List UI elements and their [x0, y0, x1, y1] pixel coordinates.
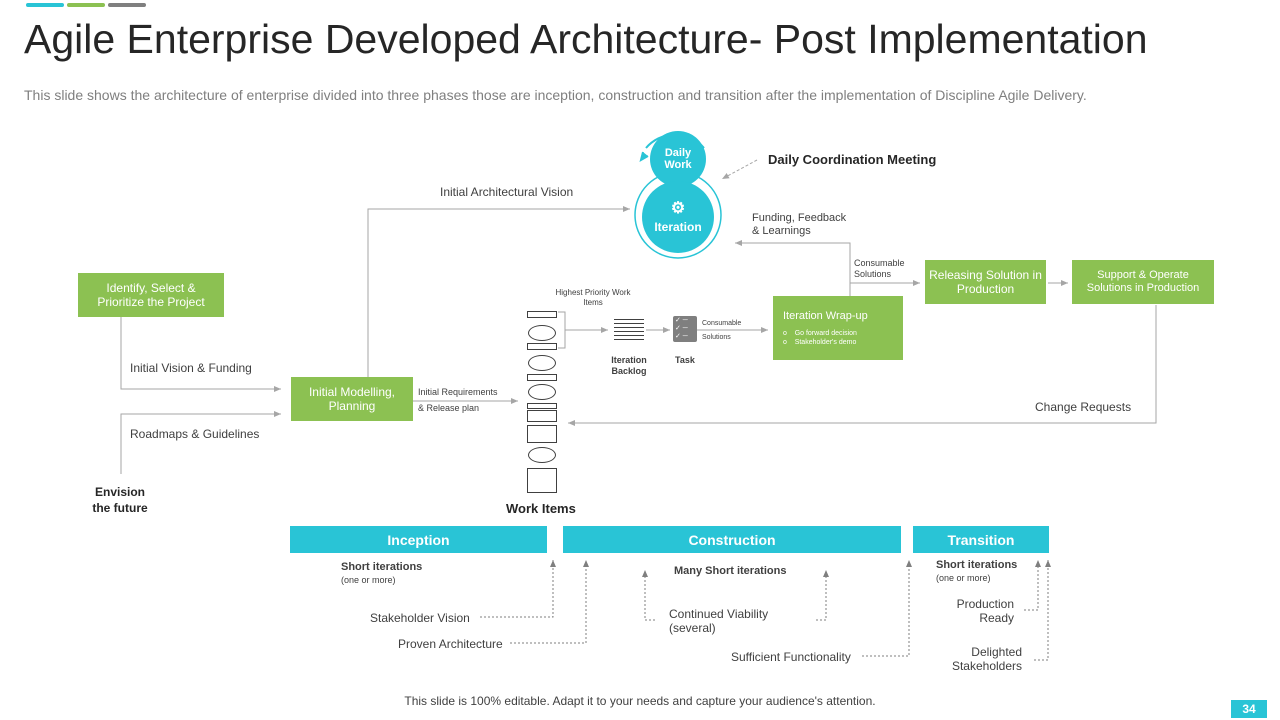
work-item-rect [527, 410, 557, 422]
accent-bar-gray [108, 3, 146, 7]
iteration-backlog-label: Iteration Backlog [611, 355, 647, 376]
daily-work-circle: Daily Work [650, 131, 706, 187]
work-item-oval [528, 325, 556, 341]
daily-meeting-label: Daily Coordination Meeting [768, 152, 937, 167]
roadmaps-label: Roadmaps & Guidelines [130, 427, 260, 441]
work-item-rect [527, 425, 557, 443]
daily-work-label: Daily Work [664, 147, 692, 171]
task-label: Task [675, 355, 695, 365]
construction-short-iterations: Many Short iterations [674, 565, 787, 577]
consumable-solutions-small-label: Consumable Solutions [702, 320, 742, 341]
work-item-rect [527, 374, 557, 381]
identify-select-box: Identify, Select & Prioritize the Projec… [78, 273, 224, 317]
envision-label: Envision the future [92, 485, 148, 515]
iteration-gear-icon: ⚙ [670, 199, 686, 217]
support-operate-box: Support & Operate Solutions in Productio… [1072, 260, 1214, 304]
phase-transition-bar: Transition [913, 526, 1049, 553]
funding-feedback-label: Funding, Feedback & Learnings [752, 212, 847, 237]
task-checklist-icon: ✓ ─✓ ─✓ ─ [673, 316, 697, 342]
transition-note: (one or more) [936, 573, 991, 583]
work-item-oval [528, 384, 556, 400]
iteration-label: Iteration [654, 219, 702, 234]
milestone-proven-architecture: Proven Architecture [398, 637, 503, 651]
work-item-rect [527, 403, 557, 409]
iteration-wrapup-box: Iteration Wrap-up o Go forward decision … [773, 296, 903, 360]
inception-note: (one or more) [341, 575, 396, 585]
work-item-oval [528, 447, 556, 463]
iteration-backlog-icon [614, 319, 644, 341]
wrapup-item: o Stakeholder's demo [783, 339, 857, 346]
phase-inception-bar: Inception [290, 526, 547, 553]
releasing-solution-box: Releasing Solution in Production [925, 260, 1046, 304]
consumable-solutions-label: Consumable Solutions [854, 258, 905, 279]
accent-bar-blue [26, 3, 64, 7]
milestone-stakeholder-vision: Stakeholder Vision [370, 611, 470, 625]
wrapup-item: o Go forward decision [783, 330, 857, 337]
work-item-rect [527, 311, 557, 318]
architectural-vision-label: Initial Architectural Vision [440, 185, 574, 199]
change-requests-label: Change Requests [1035, 400, 1132, 414]
work-items-label: Work Items [506, 501, 576, 516]
work-item-rect [527, 343, 557, 350]
work-item-oval [528, 355, 556, 371]
highest-priority-label: Highest Priority Work Items [555, 288, 631, 307]
initial-vision-label: Initial Vision & Funding [130, 361, 252, 375]
iteration-circle: ⚙ Iteration [642, 181, 714, 253]
phase-construction-bar: Construction [563, 526, 901, 553]
page-subtitle: This slide shows the architecture of ent… [24, 87, 1087, 103]
milestone-delighted-stakeholders: Delighted Stakeholders [951, 645, 1022, 673]
release-plan-label: & Release plan [418, 403, 480, 413]
footer-note: This slide is 100% editable. Adapt it to… [404, 694, 876, 708]
work-item-rect [527, 468, 557, 493]
initial-modelling-box: Initial Modelling, Planning [291, 377, 413, 421]
page-number: 34 [1231, 700, 1267, 718]
accent-bar-green [67, 3, 105, 7]
milestone-production-ready: Production Ready [956, 597, 1014, 625]
milestone-sufficient-functionality: Sufficient Functionality [731, 650, 851, 664]
wrapup-title: Iteration Wrap-up [783, 310, 868, 322]
milestone-continued-viability: Continued Viability (several) [669, 607, 769, 635]
transition-short-iterations: Short iterations [936, 559, 1018, 571]
page-title: Agile Enterprise Developed Architecture-… [24, 16, 1148, 62]
initial-requirements-label: Initial Requirements [418, 387, 498, 397]
inception-short-iterations: Short iterations [341, 561, 423, 573]
